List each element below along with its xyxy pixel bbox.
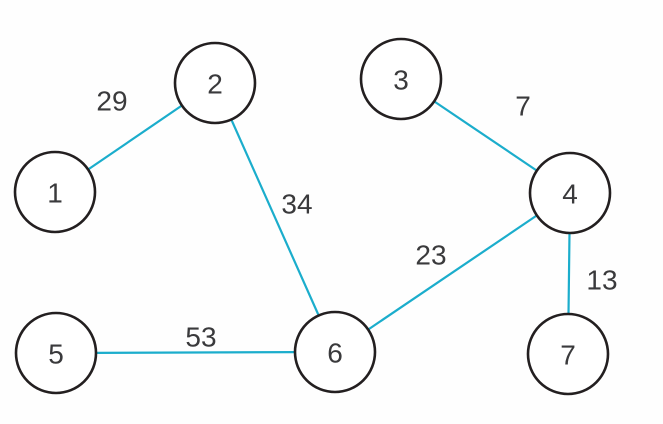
edge-line-4-6 xyxy=(367,214,539,331)
edge-weight-label-5-6: 53 xyxy=(185,322,216,353)
graph-node-label-1: 1 xyxy=(47,178,63,209)
graph-node-label-7: 7 xyxy=(560,340,576,371)
edge-weight-label-3-4: 7 xyxy=(515,91,531,122)
graph-node-label-5: 5 xyxy=(48,339,64,370)
edge-line-3-4 xyxy=(433,100,538,172)
edge-weight-label-1-2: 29 xyxy=(96,86,127,117)
edge-weight-label-2-6: 34 xyxy=(281,189,312,220)
edge-weight-label-4-6: 23 xyxy=(415,240,446,271)
graph-node-6 xyxy=(293,310,377,394)
graph-node-label-6: 6 xyxy=(327,338,343,369)
edge-line-2-6 xyxy=(230,118,320,317)
graph-node-7 xyxy=(526,312,610,396)
graph-node-1 xyxy=(13,150,97,234)
graph-node-label-3: 3 xyxy=(393,65,409,96)
edge-line-1-2 xyxy=(86,104,183,171)
graph-node-4 xyxy=(528,151,612,235)
edge-line-5-6 xyxy=(94,351,297,354)
graph-node-label-4: 4 xyxy=(562,179,578,210)
edge-line-4-7 xyxy=(567,231,571,316)
edge-weight-label-4-7: 13 xyxy=(586,265,617,296)
graph-node-5 xyxy=(14,311,98,395)
graph-node-label-2: 2 xyxy=(207,69,223,100)
graph-node-2 xyxy=(173,41,257,125)
graph-node-3 xyxy=(359,37,443,121)
